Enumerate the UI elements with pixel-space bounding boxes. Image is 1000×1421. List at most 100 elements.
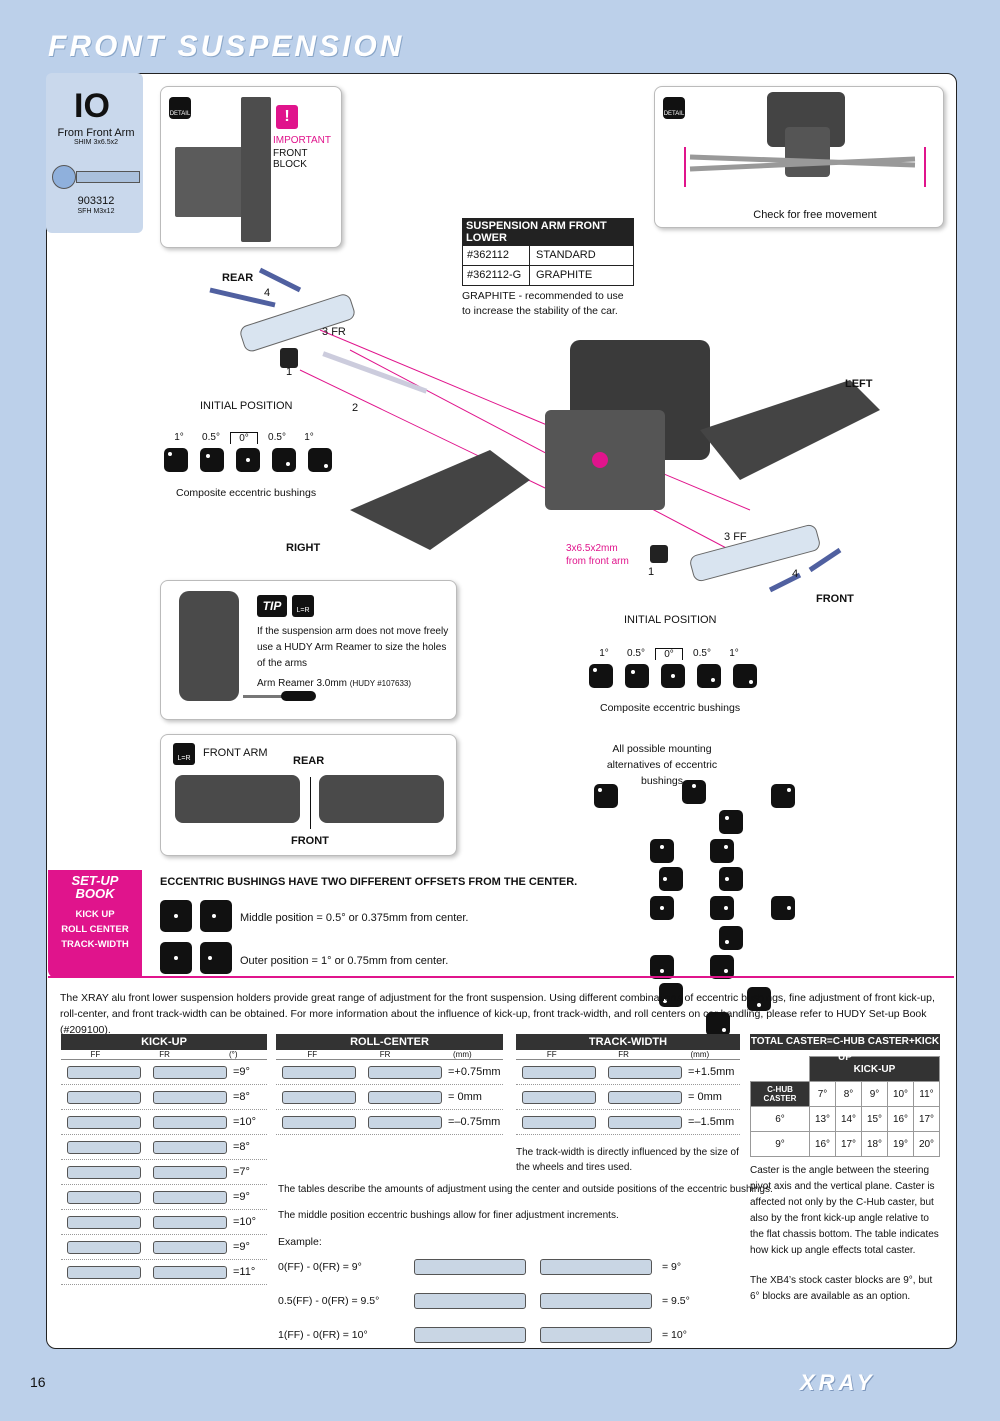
arm-image — [179, 591, 239, 701]
front-label: FRONT — [816, 593, 854, 605]
bushing-icon — [625, 664, 649, 688]
tip-badge: TIP — [257, 595, 287, 617]
left-label: LEFT — [845, 378, 873, 390]
shim-callout: 3x6.5x2mm from front arm — [566, 543, 629, 567]
bushing-icon — [733, 664, 757, 688]
parts-card: IO From Front Arm SHIM 3x6.5x2 903312 SF… — [46, 73, 143, 233]
lr-icon: L=R — [173, 743, 195, 765]
intro-text: The XRAY alu front lower suspension hold… — [60, 992, 935, 1036]
table-row: =9° — [61, 1185, 267, 1210]
check-movement-label: Check for free movement — [753, 209, 877, 221]
initial-position-label: INITIAL POSITION — [200, 400, 293, 412]
table-row: =9° — [61, 1060, 267, 1085]
table-row: =9° — [61, 1235, 267, 1260]
table-row: =+0.75mm — [276, 1060, 503, 1085]
rear-label: REAR — [222, 272, 254, 284]
table-row: =8° — [61, 1135, 267, 1160]
screw-spec: SFH M3x12 — [77, 208, 115, 215]
bushing-icon — [272, 448, 296, 472]
shim-qty: IO — [74, 87, 110, 125]
page-title: FRONT SUSPENSION — [48, 30, 405, 63]
step-4-front: 4 — [792, 568, 799, 580]
arm-image-left — [175, 775, 300, 823]
outer-position-text: Outer position = 1° or 0.75mm from cente… — [240, 955, 449, 967]
table-row: =8° — [61, 1085, 267, 1110]
important-icon: ! — [276, 105, 298, 129]
shim-spec: SHIM 3x6.5x2 — [74, 139, 118, 146]
screw-code: 903312 — [77, 195, 115, 207]
caster-table: TOTAL CASTER=C-HUB CASTER+KICK UP KICK-U… — [750, 1034, 940, 1305]
detail-icon: DETAIL — [169, 97, 191, 119]
front-arm-front: FRONT — [291, 835, 329, 847]
step-2: 2 — [352, 402, 359, 414]
detail-icon: DETAIL — [663, 97, 685, 119]
middle-position-text: Middle position = 0.5° or 0.375mm from c… — [240, 912, 469, 924]
examples-list: 0(FF) - 0(FR) = 9°= 9° 0.5(FF) - 0(FR) =… — [278, 1259, 690, 1343]
bushing-angles-front: 1°0.5°0°0.5°1° — [599, 648, 739, 660]
table-row: =11° — [61, 1260, 267, 1285]
caster-desc: Caster is the angle between the steering… — [750, 1165, 939, 1256]
table-row: =10° — [61, 1110, 267, 1135]
mounting-grid — [588, 780, 795, 1036]
front-block-label: FRONT BLOCK — [273, 148, 308, 170]
front-arm-label: FRONT ARM — [203, 747, 268, 759]
detail-front-block: DETAIL ! IMPORTANT FRONT BLOCK — [160, 86, 342, 248]
graphite-note: GRAPHITE - recommended to use to increas… — [462, 290, 624, 317]
shim-label: From Front Arm — [57, 127, 135, 139]
composite-label-front: Composite eccentric bushings — [600, 702, 741, 714]
step-1-rear: 1 — [286, 366, 293, 378]
eccentric-heading: ECCENTRIC BUSHINGS HAVE TWO DIFFERENT OF… — [160, 876, 578, 888]
front-block-image — [175, 147, 250, 217]
composite-label-rear: Composite eccentric bushings — [176, 487, 317, 499]
xray-logo: XRAY — [800, 1370, 876, 1395]
middle-note: The middle position eccentric bushings a… — [278, 1210, 619, 1221]
middle-bushings — [160, 900, 236, 932]
tables-note: The tables describe the amounts of adjus… — [278, 1184, 773, 1195]
important-label: IMPORTANT — [273, 135, 331, 146]
table-row: = 0mm — [516, 1085, 740, 1110]
caster-stock: The XB4’s stock caster blocks are 9°, bu… — [750, 1275, 933, 1302]
bushing-icon — [236, 448, 260, 472]
arrow-icon — [310, 777, 311, 829]
bushing-icon — [589, 664, 613, 688]
bushing-angles-rear: 1°0.5°0°0.5°1° — [174, 432, 314, 444]
page-number: 16 — [30, 1374, 46, 1390]
front-arm-box: L=R FRONT ARM REAR FRONT — [160, 734, 457, 856]
step-4-rear: 4 — [264, 287, 271, 299]
bushing-icon — [164, 448, 188, 472]
table-row: =+1.5mm — [516, 1060, 740, 1085]
screw-icon — [76, 171, 140, 183]
tip-text: If the suspension arm does not move free… — [257, 626, 449, 669]
outer-bushings — [160, 942, 236, 974]
bushing-row-front — [589, 664, 761, 688]
bulkhead-diagram — [684, 92, 926, 187]
fr-label: 3 FR — [322, 326, 346, 338]
detail-check-movement: DETAIL Check for free movement — [654, 86, 944, 228]
bushing-icon — [200, 448, 224, 472]
bushing-row-rear — [164, 448, 336, 472]
kickup-title: KICK-UP — [61, 1034, 267, 1050]
mounting-title: All possible mounting alternatives of ec… — [606, 743, 718, 787]
suspension-table-title: SUSPENSION ARM FRONT LOWER — [462, 218, 634, 246]
table-row: =7° — [61, 1160, 267, 1185]
reamer-shaft-icon — [243, 695, 313, 698]
front-arm-rear: REAR — [293, 755, 325, 767]
divider — [48, 976, 954, 978]
screw-head-icon — [52, 165, 76, 189]
reamer-handle-icon — [281, 691, 316, 701]
step-1-front: 1 — [648, 566, 655, 578]
table-row: = 0mm — [276, 1085, 503, 1110]
table-row: =10° — [61, 1210, 267, 1235]
trackwidth-note: The track-width is directly influenced b… — [516, 1147, 739, 1173]
bushing-icon — [308, 448, 332, 472]
tip-box: TIP L=R If the suspension arm does not m… — [160, 580, 457, 720]
table-row: =–0.75mm — [276, 1110, 503, 1135]
initial-position-label-front: INITIAL POSITION — [624, 614, 717, 626]
reamer-label: Arm Reamer 3.0mm (HUDY #107633) — [257, 678, 412, 689]
